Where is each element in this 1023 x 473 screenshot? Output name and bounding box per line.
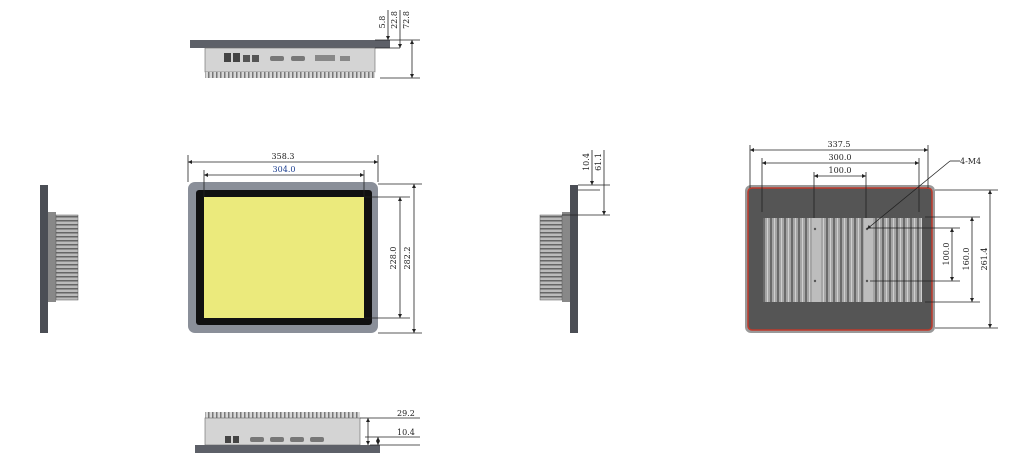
right-side-view: 10.4 61.1 [539,150,610,333]
dim-label: 29.2 [397,409,415,418]
dim-label: 228.0 [389,247,398,270]
left-side-view [40,185,79,333]
front-view: 358.3 304.0 228.0 282.2 [187,152,422,334]
dim-label: 261.4 [980,248,989,271]
dim-label: 72.8 [402,11,411,29]
bottom-view: 29.2 10.4 [195,409,420,453]
top-view: 5.8 22.8 72.8 [190,10,420,79]
screen-area [204,197,364,318]
screw-callout: 4-M4 [960,157,981,166]
dim-label: 304.0 [273,165,296,174]
dim-label: 10.4 [397,428,415,437]
dim-label: 358.3 [272,152,295,161]
dim-label: 5.8 [378,16,387,29]
back-view: 337.5 300.0 100.0 4-M4 100.0 160.0 261.4 [745,140,998,333]
dim-label: 100.0 [829,166,852,175]
top-view-fins [205,72,375,78]
dim-label: 22.8 [390,11,399,29]
dim-label: 61.1 [594,153,603,171]
dim-label: 100.0 [942,243,951,266]
heatsink [763,218,922,302]
dim-label: 300.0 [829,153,852,162]
dim-label: 160.0 [962,248,971,271]
dim-label: 282.2 [403,247,412,270]
dim-label: 337.5 [828,140,851,149]
top-view-bezel [190,40,390,48]
dim-label: 10.4 [582,153,591,171]
